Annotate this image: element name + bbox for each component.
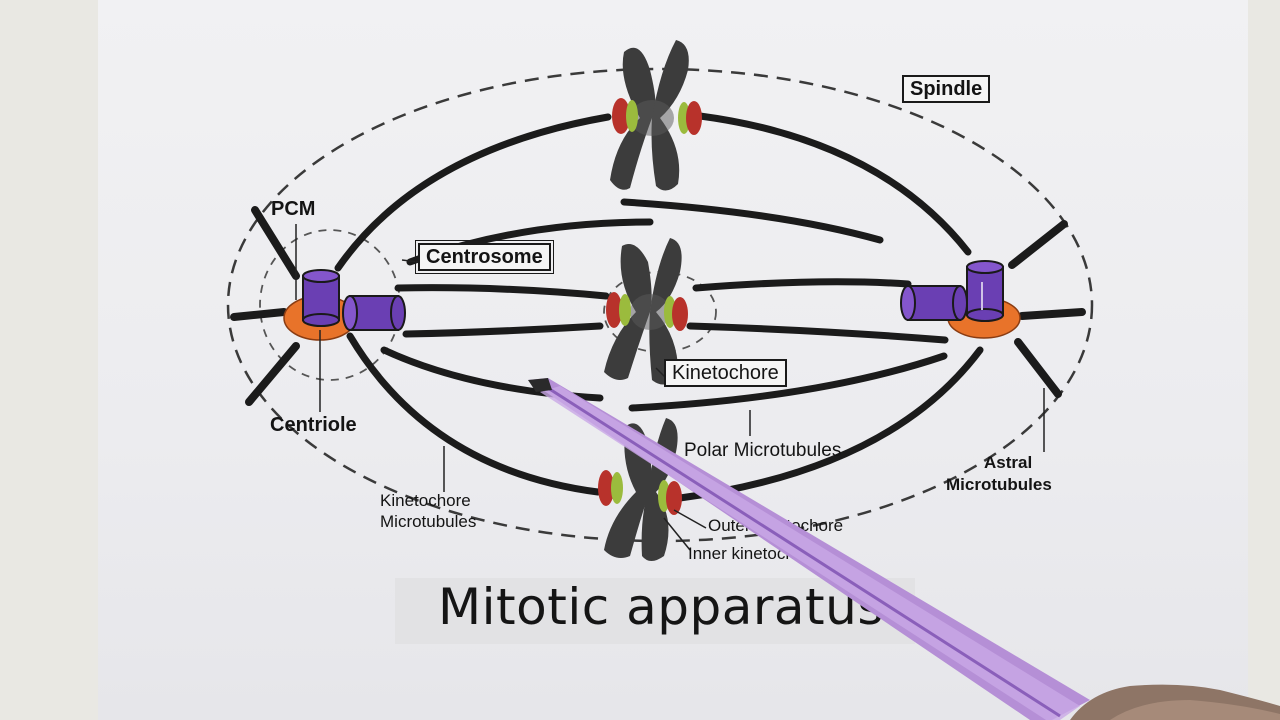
- left-centrosome: [283, 269, 406, 341]
- label-centrosome: Centrosome: [415, 240, 554, 274]
- astral-microtubule: [251, 206, 300, 280]
- right-centrosome: [900, 260, 1021, 339]
- centriole-vertical-left: [302, 269, 340, 327]
- kinetochore-microtubule: [334, 113, 612, 272]
- hand: [1070, 684, 1280, 720]
- outer-kinetochore: [666, 481, 682, 515]
- astral-microtubule: [1008, 220, 1068, 269]
- label-polar-microtubules: Polar Microtubules: [684, 440, 842, 461]
- label-centriole: Centriole: [270, 414, 357, 436]
- polar-microtubule: [628, 352, 948, 412]
- label-astral-line2: Microtubules: [946, 475, 1052, 494]
- kinetochore-microtubule: [394, 284, 610, 300]
- label-pcm: PCM: [271, 198, 316, 220]
- outer-kinetochore: [612, 98, 630, 134]
- inner-kinetochore: [626, 100, 638, 132]
- leader-lines: [295, 224, 1045, 551]
- title-background: [395, 578, 915, 644]
- label-spindle: Spindle: [902, 75, 991, 103]
- label-kinetochore: Kinetochore: [664, 359, 787, 387]
- centriole-horizontal-right: [900, 285, 968, 321]
- pointer-stick: [528, 378, 1090, 720]
- astral-microtubule: [1018, 308, 1086, 320]
- chromosome-middle: [604, 238, 688, 385]
- kinetochore-microtubule: [346, 332, 602, 496]
- kinetochore-microtubule: [692, 278, 912, 292]
- kinetochore-microtubule: [686, 322, 949, 344]
- label-kmt-line2: Microtubules: [380, 512, 477, 531]
- centriole-horizontal-left: [342, 295, 406, 331]
- astral-microtubule: [1014, 338, 1062, 398]
- astral-microtubules: [230, 206, 1086, 406]
- leader-centrosome: [401, 259, 419, 263]
- label-kmt-line1: Kinetochore: [380, 491, 471, 510]
- outer-kinetochore: [686, 101, 702, 135]
- polar-microtubule: [620, 198, 884, 244]
- leader-inner: [663, 517, 691, 551]
- astral-microtubule: [245, 342, 300, 406]
- diagram-title: Mitotic apparatus: [438, 578, 884, 636]
- astral-microtubule: [230, 308, 288, 321]
- outer-kinetochore: [598, 470, 614, 506]
- centriole-vertical-right: [966, 260, 1004, 322]
- inner-kinetochore: [611, 472, 623, 504]
- inner-kinetochore: [619, 294, 631, 326]
- kinetochore-microtubule: [696, 112, 972, 256]
- outer-kinetochore: [672, 297, 688, 331]
- leader-outer: [673, 509, 707, 529]
- kinetochore-microtubule: [402, 322, 604, 338]
- outer-kinetochore: [606, 292, 622, 328]
- chromosome-top: [610, 40, 702, 191]
- label-astral-line1: Astral: [984, 453, 1033, 472]
